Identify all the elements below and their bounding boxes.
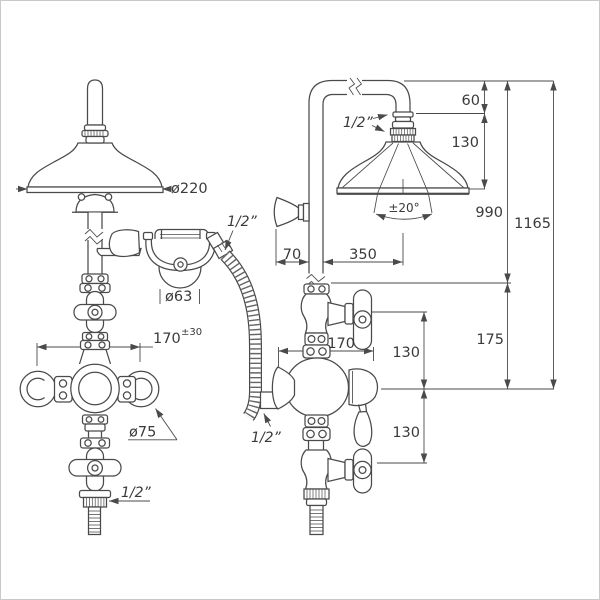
left-control-handle bbox=[19, 370, 57, 408]
wall-bracket-upper bbox=[273, 196, 311, 228]
valve-column-side bbox=[300, 283, 373, 359]
hand-shower-assembly bbox=[96, 228, 263, 421]
dim-riser-to-head: 350 bbox=[349, 247, 377, 263]
spray-lines bbox=[377, 143, 429, 194]
front-view bbox=[19, 79, 263, 536]
gooseneck-pipe bbox=[308, 76, 411, 129]
valve-body-side bbox=[259, 357, 379, 447]
head-top-knob bbox=[81, 79, 109, 144]
dim-head-height: 130 bbox=[451, 135, 479, 151]
valve-lower-side bbox=[300, 414, 373, 536]
rain-head-side bbox=[336, 141, 470, 214]
shower-hose bbox=[220, 250, 263, 421]
dim-holder-diameter: ø63 bbox=[165, 289, 192, 305]
valve-neck-upper bbox=[78, 331, 112, 365]
dim-head-diameter: ø220 bbox=[171, 181, 208, 197]
valve-neck-lower bbox=[79, 414, 111, 449]
dim-lower-span: 130 bbox=[392, 425, 420, 441]
riser-pipe-front bbox=[84, 212, 106, 274]
wall-flange bbox=[271, 366, 296, 410]
dim-handle-spacing: 170 bbox=[153, 331, 181, 347]
valve-body-front bbox=[70, 363, 120, 414]
side-view bbox=[259, 76, 470, 536]
dim-upper-span: 130 bbox=[392, 345, 420, 361]
outlet-cross-handle bbox=[68, 447, 122, 492]
riser-pipe-side bbox=[305, 129, 327, 290]
label-hose-connection: 1/2” bbox=[227, 214, 258, 230]
label-outlet-connection: 1/2” bbox=[121, 485, 152, 501]
dim-handle-diameter: ø75 bbox=[129, 425, 156, 441]
label-inlet-connection: 1/2” bbox=[251, 430, 282, 446]
dim-head-top-offset: 60 bbox=[462, 93, 480, 109]
diverter-cross-handle bbox=[73, 290, 117, 334]
labels: ø220 1/2” ø63 170 ±30 ø75 1/2” 1/2” 60 1… bbox=[121, 93, 551, 501]
outlet-connector-front bbox=[78, 489, 112, 536]
hand-shower-grip bbox=[108, 229, 141, 258]
dim-wall-to-riser: 70 bbox=[283, 247, 301, 263]
dim-total-height: 1165 bbox=[514, 216, 551, 232]
dim-spray-angle: ±20° bbox=[388, 201, 419, 215]
dim-valve-drop: 175 bbox=[476, 332, 504, 348]
ceiling-flange bbox=[72, 193, 118, 213]
dim-handle-spacing-tolerance: ±30 bbox=[181, 327, 202, 338]
head-connector-side bbox=[389, 111, 417, 143]
temp-knob-side bbox=[348, 368, 379, 407]
label-head-connection: 1/2” bbox=[343, 115, 374, 131]
dimension-lines bbox=[16, 80, 557, 505]
dim-valve-depth: 170 bbox=[327, 336, 355, 352]
lever-handle bbox=[353, 410, 373, 447]
rain-head-front bbox=[26, 142, 164, 194]
dim-riser-height: 990 bbox=[475, 205, 503, 221]
diverter-collar-upper bbox=[79, 273, 111, 294]
